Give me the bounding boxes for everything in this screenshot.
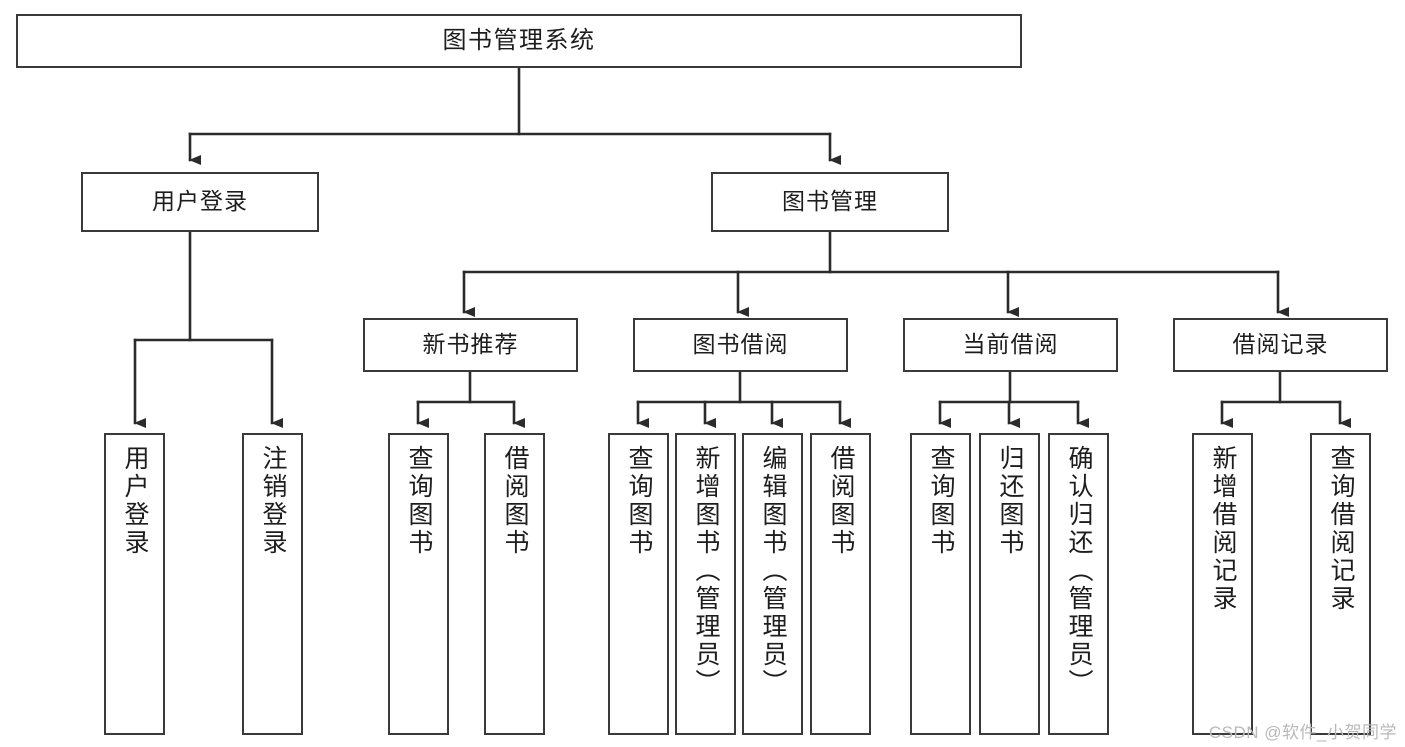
node-book-borrow[interactable]: 图书借阅: [633, 318, 848, 372]
node-label: 借阅记录: [1232, 331, 1329, 358]
csdn-watermark: CSDN @软件_小贺同学: [1208, 723, 1397, 742]
leaf-book-borrow-borrow-book[interactable]: 借阅图书: [810, 433, 871, 735]
leaf-current-borrow-confirm-return-admin[interactable]: 确认归还（管理员）: [1048, 433, 1109, 735]
node-label: 查询图书: [405, 445, 433, 557]
node-new-book-recommend[interactable]: 新书推荐: [363, 318, 578, 372]
node-label: 确认归还（管理员）: [1065, 445, 1093, 697]
node-label: 新书推荐: [422, 331, 519, 358]
node-label: 当前借阅: [962, 331, 1059, 358]
node-label: 新增图书（管理员）: [692, 445, 720, 697]
leaf-book-borrow-add-book-admin[interactable]: 新增图书（管理员）: [675, 433, 736, 735]
leaf-current-borrow-query-book[interactable]: 查询图书: [910, 433, 971, 735]
node-label: 归还图书: [996, 445, 1024, 557]
leaf-book-borrow-query-book[interactable]: 查询图书: [608, 433, 669, 735]
leaf-new-book-borrow-book[interactable]: 借阅图书: [484, 433, 545, 735]
leaf-new-book-query-book[interactable]: 查询图书: [388, 433, 449, 735]
node-label: 注销登录: [259, 445, 287, 557]
node-label: 用户登录: [121, 445, 149, 557]
node-current-borrow[interactable]: 当前借阅: [903, 318, 1118, 372]
leaf-borrow-record-add-record[interactable]: 新增借阅记录: [1192, 433, 1253, 735]
node-label: 查询借阅记录: [1327, 445, 1355, 613]
leaf-book-borrow-edit-book-admin[interactable]: 编辑图书（管理员）: [742, 433, 803, 735]
node-label: 新增借阅记录: [1209, 445, 1237, 613]
leaf-user-login-login[interactable]: 用户登录: [104, 433, 165, 735]
node-label: 图书借阅: [692, 331, 789, 358]
node-label: 借阅图书: [827, 445, 855, 557]
node-label: 查询图书: [625, 445, 653, 557]
node-label: 查询图书: [927, 445, 955, 557]
node-book-management[interactable]: 图书管理: [711, 172, 949, 232]
leaf-user-login-logout[interactable]: 注销登录: [242, 433, 303, 735]
node-label: 图书管理系统: [442, 26, 596, 54]
node-label: 图书管理: [782, 188, 878, 215]
leaf-current-borrow-return-book[interactable]: 归还图书: [979, 433, 1040, 735]
node-root-library-system[interactable]: 图书管理系统: [16, 14, 1022, 68]
node-label: 用户登录: [152, 188, 248, 215]
node-label: 借阅图书: [501, 445, 529, 557]
node-user-login[interactable]: 用户登录: [81, 172, 319, 232]
leaf-borrow-record-query-record[interactable]: 查询借阅记录: [1310, 433, 1371, 735]
node-borrow-record[interactable]: 借阅记录: [1173, 318, 1388, 372]
node-label: 编辑图书（管理员）: [759, 445, 787, 697]
